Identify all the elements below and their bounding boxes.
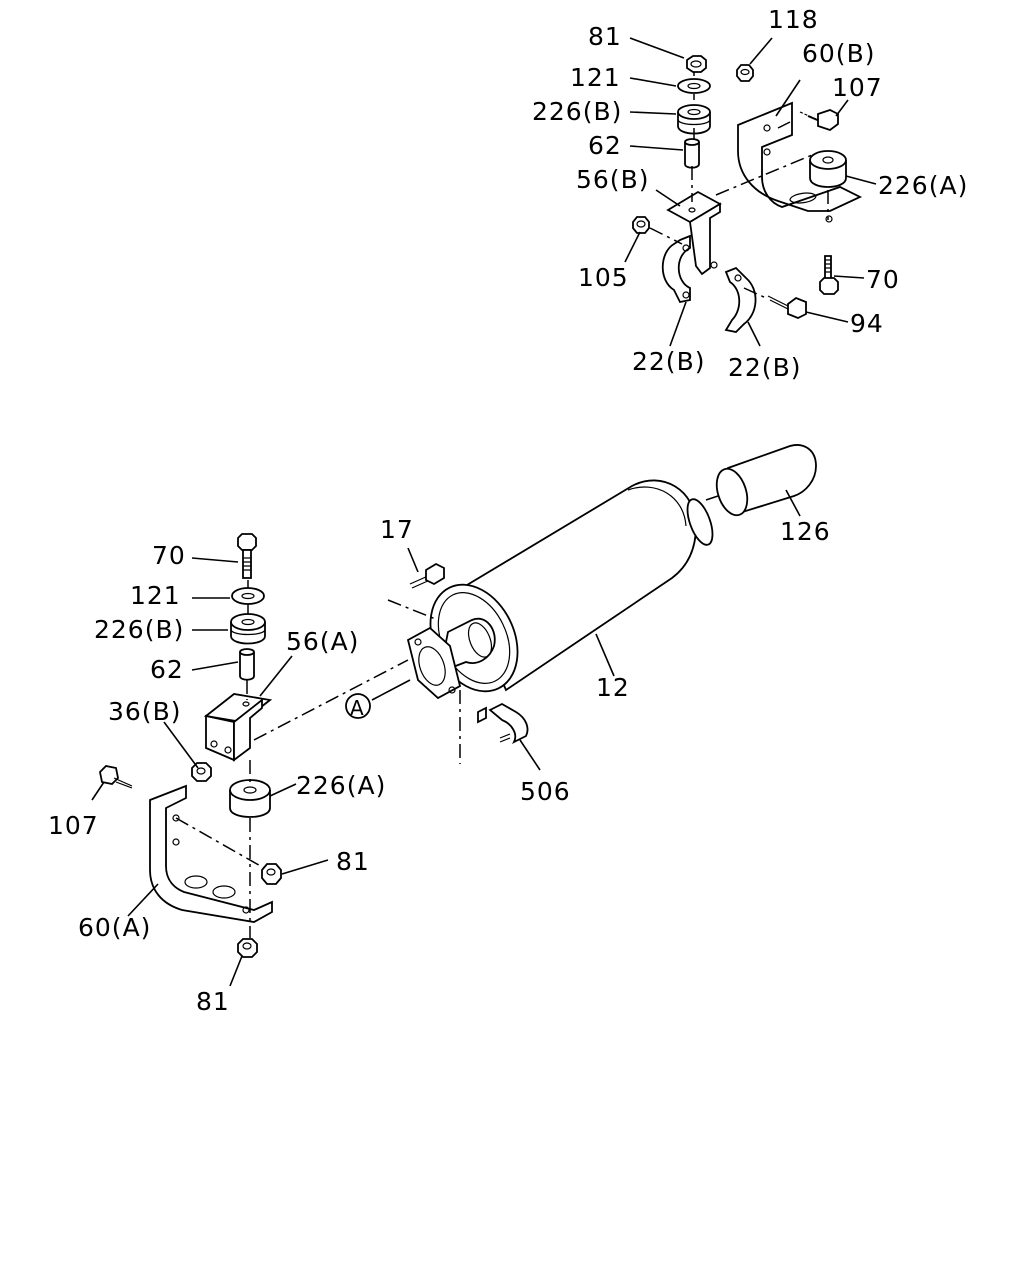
nut-118 (736, 64, 754, 82)
leader-lines-bottom (91, 557, 329, 987)
label-506: 506 (520, 777, 571, 806)
label-17: 17 (380, 515, 414, 544)
label-60b: 60(B) (802, 39, 875, 68)
leader-lines-top (624, 37, 877, 347)
nut-81-bottom (237, 938, 258, 958)
label-81-bottom: 81 (196, 987, 230, 1016)
label-60a: 60(A) (78, 913, 151, 942)
bolt-17 (387, 562, 445, 621)
label-81-mid: 81 (336, 847, 370, 876)
bolt-70-top (819, 255, 839, 295)
muffler-assembly: A 17 12 126 506 (253, 444, 831, 806)
bolt-107-bottom (99, 765, 133, 789)
label-126: 126 (780, 517, 831, 546)
label-70-top: 70 (866, 265, 900, 294)
bolt-70-bottom (237, 533, 257, 579)
label-121-bottom: 121 (130, 581, 181, 610)
label-62-top: 62 (588, 131, 622, 160)
tail-pipe-126 (705, 444, 817, 517)
nut-36b (191, 762, 212, 782)
axis-line-bottom (246, 580, 251, 938)
axis-line-top (691, 72, 695, 202)
label-226a-bottom: 226(A) (296, 771, 386, 800)
label-107-bottom: 107 (48, 811, 99, 840)
bottom-assembly: 70 121 226(B) 62 56(A) 36(B) 226(A) 107 … (48, 533, 386, 1016)
label-226b-bottom: 226(B) (94, 615, 184, 644)
label-56a: 56(A) (286, 627, 359, 656)
label-56b: 56(B) (576, 165, 649, 194)
axis-line-top-2 (715, 154, 813, 196)
label-22b-left: 22(B) (632, 347, 705, 376)
label-62-bottom: 62 (150, 655, 184, 684)
clamp-22b-right (724, 266, 757, 333)
washer-121-bottom (231, 587, 265, 605)
inlet-flange (406, 626, 462, 700)
washer-121-top (677, 78, 711, 94)
label-226b-top: 226(B) (532, 97, 622, 126)
bracket-56b (666, 190, 722, 276)
axis-line-muffler (253, 659, 409, 741)
label-circle-a: A (350, 696, 365, 720)
collar-62-bottom (239, 648, 255, 681)
label-70-bottom: 70 (152, 541, 186, 570)
bracket-60a (149, 784, 273, 923)
bolt-107-top (777, 109, 839, 132)
muffler-12 (429, 479, 714, 693)
label-12: 12 (596, 673, 630, 702)
label-121-top: 121 (570, 63, 621, 92)
bracket-60b (737, 101, 863, 223)
collar-62-top (684, 138, 700, 169)
axis-line-bottom-2 (175, 817, 265, 869)
label-36b: 36(B) (108, 697, 181, 726)
label-94: 94 (850, 309, 884, 338)
rubber-mount-226b-bottom (230, 613, 266, 645)
label-81-top: 81 (588, 22, 622, 51)
nut-81-top (686, 55, 707, 73)
clamp-506 (459, 690, 529, 764)
reference-circle-a: A (345, 679, 411, 720)
label-22b-right: 22(B) (728, 353, 801, 382)
rubber-mount-226a-top (809, 150, 847, 220)
label-105: 105 (578, 263, 629, 292)
nut-105 (632, 216, 683, 245)
label-107-top: 107 (832, 73, 883, 102)
bolt-94 (743, 287, 807, 319)
nut-81-mid (261, 863, 282, 885)
bracket-56a (203, 693, 273, 762)
label-118: 118 (768, 5, 819, 34)
label-226a-top: 226(A) (878, 171, 968, 200)
clamp-22b-left (661, 234, 691, 304)
top-assembly: 81 121 226(B) 62 56(B) 105 22(B) 22(B) 1… (532, 5, 968, 382)
rubber-mount-226a-bottom (229, 779, 271, 818)
leader-lines-muffler (407, 489, 801, 771)
rubber-mount-226b-top (677, 104, 711, 135)
